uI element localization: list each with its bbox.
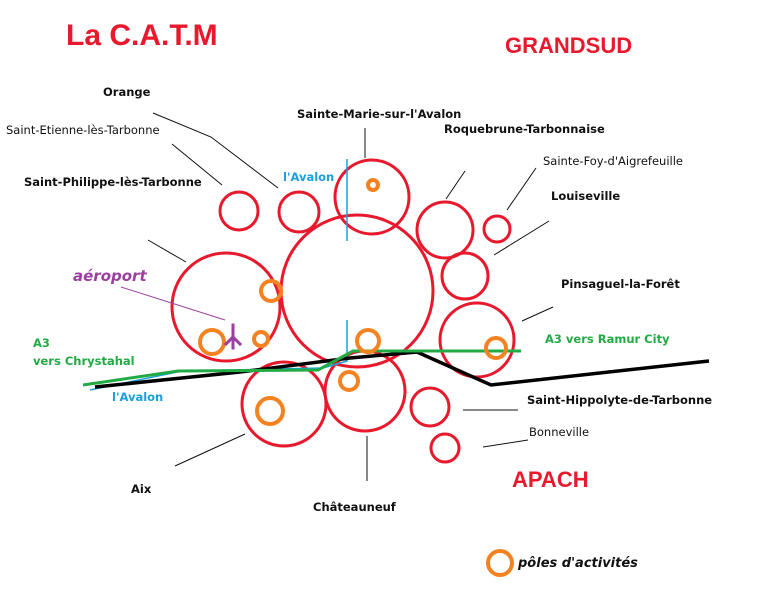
map-title: La C.A.T.M <box>66 19 218 52</box>
activity-pole <box>355 328 381 354</box>
label-chateauneuf: Châteauneuf <box>313 500 397 514</box>
commune-sainte-foy <box>482 214 512 244</box>
leader-orange <box>152 112 279 189</box>
railway-line <box>94 350 710 389</box>
legend: pôles d'activités <box>486 549 638 577</box>
commune-bonneville <box>429 432 461 464</box>
commune-sainte-marie <box>333 158 411 236</box>
river-label-north: l'Avalon <box>283 170 334 184</box>
activity-pole <box>366 178 380 192</box>
leader-roquebrune <box>445 170 466 200</box>
highway-label-west-2: vers Chrystahal <box>33 354 135 368</box>
highway-label-east: A3 vers Ramur City <box>545 332 670 346</box>
commune-roquebrune <box>415 200 475 260</box>
label-bonneville: Bonneville <box>529 425 589 439</box>
leader-bonneville <box>482 439 529 448</box>
commune-louiseville <box>440 251 490 301</box>
leader-saint-etienne <box>171 143 223 186</box>
activity-pole <box>338 370 360 392</box>
label-sainte-marie: Sainte-Marie-sur-l'Avalon <box>297 107 461 121</box>
activity-pole <box>259 279 283 303</box>
commune-saint-philippe <box>170 251 282 363</box>
commune-saint-hippolyte <box>409 386 451 428</box>
activity-pole <box>198 328 226 356</box>
river-label-south: l'Avalon <box>112 390 163 404</box>
leader-pinsaguel <box>521 306 554 322</box>
label-pinsaguel: Pinsaguel-la-Forêt <box>561 277 680 291</box>
legend-label: pôles d'activités <box>517 556 638 571</box>
orange-ring-icon <box>486 549 514 577</box>
leader-sainte-foy <box>506 167 537 211</box>
activity-pole <box>255 396 285 426</box>
commune-chateauneuf <box>323 349 407 433</box>
highway-a3 <box>82 349 521 387</box>
highway-label-west-1: A3 <box>33 336 50 350</box>
activity-pole <box>484 336 508 360</box>
commune-orange <box>277 190 321 234</box>
commune-aix <box>240 360 328 448</box>
activity-pole <box>252 330 270 348</box>
label-saint-etienne: Saint-Etienne-lès-Tarbonne <box>6 123 160 137</box>
leader-louiseville <box>493 220 550 256</box>
label-aix: Aix <box>131 482 152 496</box>
label-orange: Orange <box>103 85 151 99</box>
airport-leader <box>120 286 226 321</box>
label-louiseville: Louiseville <box>551 189 620 203</box>
label-saint-hippolyte: Saint-Hippolyte-de-Tarbonne <box>527 393 712 407</box>
airplane-icon <box>223 323 243 350</box>
region-label-apach: APACH <box>512 467 589 492</box>
region-label-grandsud: GRANDSUD <box>505 33 632 58</box>
commune-saint-etienne <box>218 190 260 232</box>
label-sainte-foy: Sainte-Foy-d'Aigrefeuille <box>543 154 683 168</box>
leader-aix <box>174 433 246 467</box>
airport-label: aéroport <box>73 267 147 285</box>
label-saint-philippe: Saint-Philippe-lès-Tarbonne <box>24 175 202 189</box>
label-roquebrune: Roquebrune-Tarbonnaise <box>444 122 605 136</box>
leader-saint-philippe <box>147 239 187 263</box>
